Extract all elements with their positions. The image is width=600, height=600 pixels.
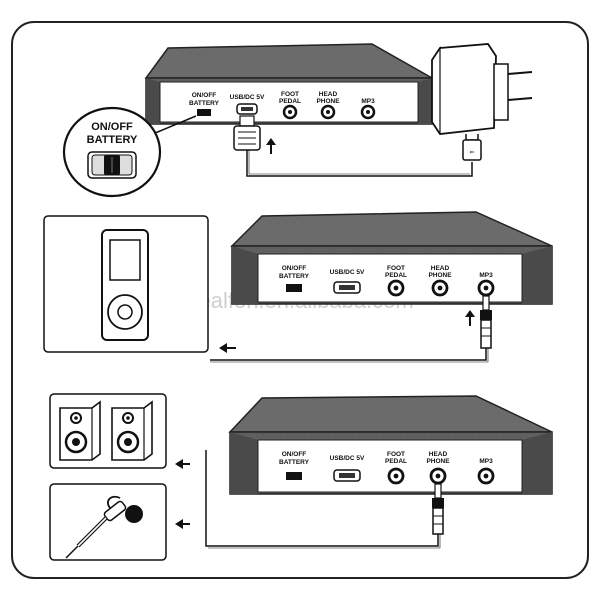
device-3-onoff-label-2: BATTERY [279,459,310,466]
arrow-up-2 [465,310,475,326]
device-3-mp3-label: MP3 [479,458,493,465]
device-3-head-label-2: PHONE [426,458,450,465]
device-3-foot-label-1: FOOT [387,451,405,458]
device-2-onoff-label-2: BATTERY [279,273,310,280]
power-adapter-icon: ⇐ [431,43,533,161]
arrow-left-2 [219,343,236,353]
device-2: ON/OFF BATTERY USB/DC 5V FOOT PEDAL HEAD… [230,211,553,305]
device-3-onoff-switch[interactable] [286,472,302,480]
device-1-onoff-label-2: BATTERY [189,100,220,107]
device-2-foot-label-1: FOOT [387,265,405,272]
device-1-foot-label-1: FOOT [281,91,299,98]
callout-label-1: ON/OFF [91,121,133,133]
device-2-foot-label-2: PEDAL [385,272,407,279]
device-3: ON/OFF BATTERY USB/DC 5V FOOT PEDAL HEAD… [228,395,553,495]
device-3-head-label-1: HEAD [429,451,448,458]
arrow-up-1 [266,138,276,154]
mp3-plug [210,295,492,363]
device-1-head-label-1: HEAD [319,91,338,98]
device-1-foot-label-2: PEDAL [279,98,301,105]
speakers-box [49,393,167,469]
arrow-left-3b [175,519,190,529]
device-3-usb-label: USB/DC 5V [330,455,365,462]
mp3-player-box [43,215,209,353]
arrow-left-3a [175,459,190,469]
device-2-usb-label: USB/DC 5V [330,269,365,276]
device-3-foot-label-2: PEDAL [385,458,407,465]
device-2-onoff-switch[interactable] [286,284,302,292]
callout-label-2: BATTERY [87,134,138,146]
speaker-icon [111,400,153,461]
headphone-plug [205,450,444,549]
device-1-onoff-label-1: ON/OFF [192,92,217,99]
usb-plug [233,115,473,177]
earphone-box [49,483,167,561]
device-2-panel [257,253,523,303]
device-1-usb-label: USB/DC 5V [230,94,265,101]
device-1: ON/OFF BATTERY USB/DC 5V FOOT PEDAL HEAD… [144,43,435,125]
device-1-head-label-2: PHONE [316,98,340,105]
device-1-onoff-switch[interactable] [197,109,211,116]
device-3-panel [257,439,523,493]
device-2-head-label-1: HEAD [431,265,450,272]
speaker-icon [59,400,101,461]
device-2-head-label-2: PHONE [428,272,452,279]
device-2-mp3-label: MP3 [479,272,493,279]
onoff-callout: ON/OFF BATTERY [62,106,197,198]
earphone-icon [65,495,143,559]
svg-text:⇐: ⇐ [469,150,474,156]
device-2-onoff-label-1: ON/OFF [282,265,307,272]
device-3-onoff-label-1: ON/OFF [282,451,307,458]
mp3-player-icon [101,229,149,341]
device-1-mp3-label: MP3 [361,98,375,105]
